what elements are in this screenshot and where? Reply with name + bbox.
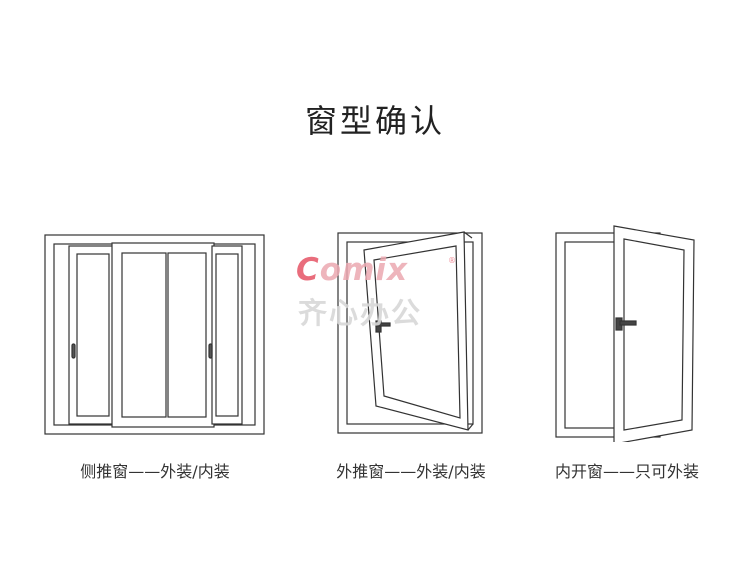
watermark-registered: ®: [448, 256, 456, 265]
middle-sash-glass-right: [167, 252, 207, 418]
outward-window-caption: 外推窗——外装/内装: [336, 462, 486, 481]
watermark-logo: Comix: [296, 252, 408, 288]
outward-window-diagram: [337, 231, 483, 434]
open-sash: [613, 225, 695, 442]
middle-sash: [111, 242, 215, 428]
sliding-window-caption: 侧推窗——外装/内装: [80, 462, 230, 481]
page-title: 窗型确认: [304, 102, 445, 140]
outer-frame: [337, 232, 483, 434]
left-sash: [68, 245, 118, 425]
right-sash: [211, 245, 243, 425]
right-sash-inner: [215, 253, 239, 417]
inward-window-diagram: [555, 225, 695, 442]
inward-window-caption: 内开窗——只可外装: [554, 462, 699, 481]
hinge-line-2: [467, 423, 474, 431]
watermark-text: 齐心办公: [298, 296, 423, 330]
comix-watermark: Comix ® 齐心办公: [296, 252, 456, 330]
sliding-window-diagram: [44, 234, 265, 435]
right-handle: [208, 343, 213, 359]
handle-lever: [619, 320, 637, 326]
middle-sash-glass: [121, 252, 167, 418]
handle-lever: [375, 322, 391, 327]
open-sash-glass: [373, 245, 461, 419]
left-sash-inner: [76, 253, 110, 417]
left-handle: [71, 343, 76, 359]
open-sash-glass: [623, 238, 685, 431]
hinge-line: [463, 231, 473, 239]
outer-frame: [44, 234, 265, 435]
